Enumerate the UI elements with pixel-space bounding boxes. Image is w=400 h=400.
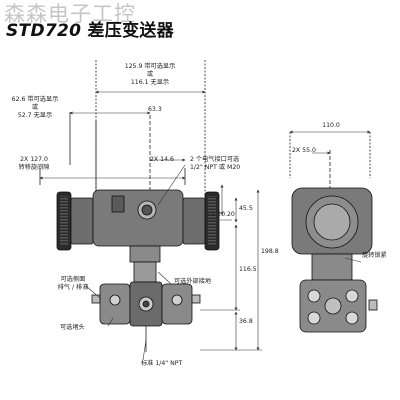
title-model: STD720 — [6, 21, 82, 41]
front-view-dimensions — [39, 90, 262, 361]
left-dim-or: 或 — [31, 103, 39, 111]
left-dim-line2: 52.7 无显示 — [17, 111, 53, 119]
dim-127-label: 2X 127.0 转移旋间隙 — [4, 156, 64, 172]
dim-110: 110.0 — [322, 122, 340, 129]
dim-14-6: 2X 14.6 — [150, 156, 174, 163]
top-dim-or: 或 — [146, 70, 154, 78]
conduit-line1: 2 个电气接口可选 — [190, 156, 240, 163]
dim-116-5: 116.5 — [239, 266, 257, 273]
dim-55: 2X 55.0 — [292, 147, 316, 154]
watermark-text: 森森电子工控 — [4, 2, 136, 26]
side-vent-line1: 可选侧面 — [60, 276, 86, 283]
dim-20-20: 2X 20.20 — [207, 211, 235, 218]
top-dim-line1: 125.9 带可选显示 — [124, 63, 176, 70]
side-vent-label: 可选侧面 排气 / 排液 — [48, 276, 98, 292]
ground-label: 可选外部接地 — [174, 278, 212, 285]
side-vent-line2: 排气 / 排液 — [57, 283, 89, 291]
top-dim-label: 125.9 带可选显示 或 116.1 无显示 — [100, 63, 200, 86]
lock-label: 旋转锁紧 — [362, 252, 387, 259]
conduit-label: 2 个电气接口可选 1/2" NPT 或 M20 — [190, 156, 240, 172]
dim-198-8: 198.8 — [261, 248, 279, 255]
conduit-line2: 1/2" NPT 或 M20 — [190, 163, 241, 171]
dim-63-3: 63.3 — [148, 106, 162, 113]
page-title: STD720 差压变送器 — [6, 16, 174, 41]
top-dim-line2: 116.1 无显示 — [130, 78, 170, 86]
dim-45-5: 45.5 — [239, 205, 253, 212]
left-dim-line1: 62.6 带可选显示 — [11, 96, 59, 103]
plug-label: 可选堵头 — [60, 324, 85, 331]
side-view-drawing — [289, 132, 378, 333]
side-view-dimensions — [289, 130, 371, 263]
left-dim-label: 62.6 带可选显示 或 52.7 无显示 — [0, 96, 70, 119]
title-name: 差压变送器 — [81, 21, 174, 41]
dim-127-note: 转移旋间隙 — [18, 163, 50, 171]
dim-36-8: 36.8 — [239, 318, 253, 325]
npt-label: 标准 1/4" NPT — [141, 360, 183, 367]
front-view-drawing — [39, 60, 220, 352]
dim-127: 2X 127.0 — [20, 156, 48, 163]
